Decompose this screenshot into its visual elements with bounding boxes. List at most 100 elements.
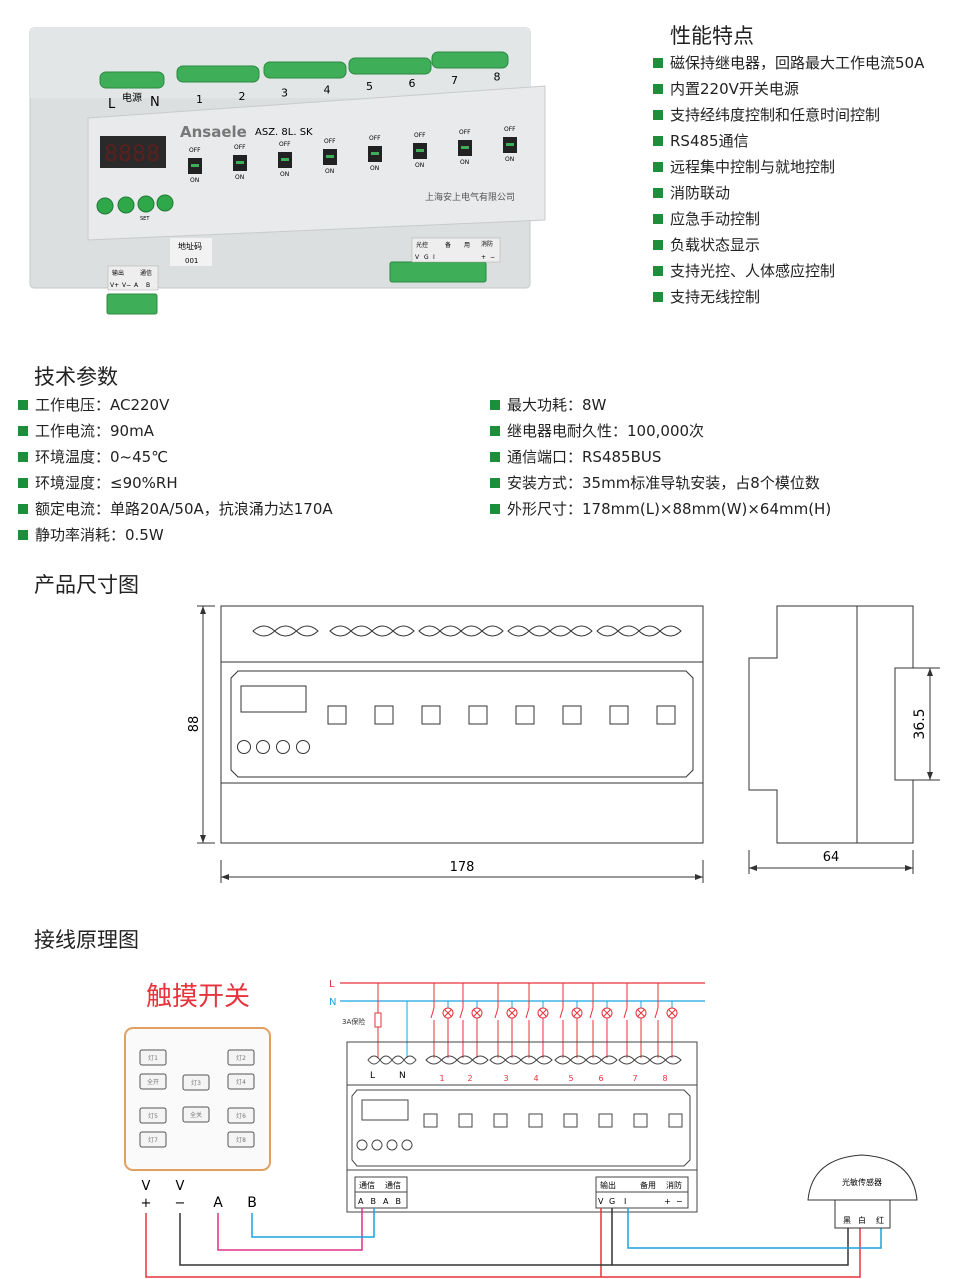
up-button[interactable] <box>96 197 114 215</box>
bullet-icon <box>490 504 500 514</box>
panel-plus-label: + <box>141 1196 152 1211</box>
on-label: ON <box>370 165 379 172</box>
list-item-text: 负载状态显示 <box>670 236 761 254</box>
on-label: ON <box>460 159 469 166</box>
list-item-text: 应急手动控制 <box>670 210 761 228</box>
product-channel-label: 3 <box>281 87 288 100</box>
off-label: OFF <box>414 132 426 139</box>
relay-switch <box>525 1007 530 1019</box>
wiring-terminal-block <box>489 1055 553 1065</box>
touch-key-label: 灯3 <box>191 1079 201 1087</box>
right-button[interactable] <box>117 196 135 214</box>
dim-height: 88 <box>187 716 202 733</box>
on-label: ON <box>505 156 514 163</box>
right-block-cell: I <box>433 254 435 261</box>
lamp-cross <box>473 1009 481 1017</box>
list-item: 外形尺寸：178mm(L)×88mm(W)×64mm(H) <box>490 496 831 522</box>
terminal-l-label: L <box>370 1071 375 1081</box>
comm-cell: A <box>383 1197 389 1206</box>
front-terminal-block <box>418 625 504 637</box>
bullet-icon <box>18 504 28 514</box>
comm-cell: A <box>358 1197 364 1206</box>
left-block-cell: A <box>134 282 139 289</box>
relay-switch <box>654 1007 659 1019</box>
right-block-cell: + <box>481 254 486 261</box>
bullet-icon <box>490 400 500 410</box>
set-button[interactable] <box>137 195 155 213</box>
comm-block <box>354 1176 408 1209</box>
lamp-icon <box>635 1007 647 1019</box>
right-block-cell: − <box>490 254 495 261</box>
bullet-icon <box>18 400 28 410</box>
relay-switch <box>559 1007 564 1019</box>
panel-v-plus-label: V <box>142 1179 151 1194</box>
list-item-text: 最大功耗：8W <box>507 396 607 414</box>
wiring-terminal-block <box>425 1055 489 1065</box>
list-item-text: 消防联动 <box>670 184 731 202</box>
wiring-channel-square <box>528 1113 543 1128</box>
touch-key-label: 灯7 <box>148 1136 158 1144</box>
io-cell: + <box>664 1197 671 1206</box>
product-channel-label: 4 <box>324 83 331 96</box>
list-item: 继电器电耐久性：100,000次 <box>490 418 831 444</box>
fuse <box>374 1012 382 1028</box>
list-item-text: 远程集中控制与就地控制 <box>670 158 836 176</box>
io-header-spare: 备用 <box>640 1180 656 1190</box>
left-block-cell: V− <box>122 282 131 289</box>
touch-key-label: 灯4 <box>236 1078 246 1086</box>
io-block <box>595 1176 689 1209</box>
right-block-cell: G <box>424 254 429 261</box>
list-item: 工作电流：90mA <box>18 418 333 444</box>
relay-switch <box>430 1007 435 1019</box>
lamp-cross <box>444 1009 452 1017</box>
bullet-icon <box>18 452 28 462</box>
comm-header: 通信 <box>359 1180 375 1190</box>
touch-key <box>182 1074 210 1091</box>
off-label: OFF <box>324 138 336 145</box>
list-item-text: 内置220V开关电源 <box>670 80 799 98</box>
wiring-channel-label: 6 <box>598 1074 603 1083</box>
io-cell: I <box>624 1197 626 1206</box>
touch-key <box>139 1073 167 1090</box>
side-view-outline <box>748 605 914 844</box>
comm-cell: B <box>396 1197 402 1206</box>
list-item-text: 支持光控、人体感应控制 <box>670 262 836 280</box>
right-block-h4: 消防 <box>481 240 493 248</box>
touch-key-label: 灯1 <box>148 1054 158 1062</box>
sensor-title: 光敏传感器 <box>842 1177 882 1187</box>
touch-key-label: 全关 <box>190 1111 202 1119</box>
list-item: 消防联动 <box>653 180 924 206</box>
wiring-title: 接线原理图 <box>34 928 139 952</box>
lamp-icon <box>571 1007 583 1019</box>
wiring-channel-square <box>633 1113 648 1128</box>
io-header-output: 输出 <box>600 1180 616 1190</box>
product-channel-label: 6 <box>409 77 416 90</box>
list-item-text: 通信端口：RS485BUS <box>507 448 662 466</box>
touch-key-label: 灯5 <box>148 1112 158 1120</box>
list-item: RS485通信 <box>653 128 924 154</box>
product-power-label: 电源 <box>122 91 142 104</box>
touch-key <box>182 1106 210 1123</box>
off-label: OFF <box>504 126 516 133</box>
io-header-fire: 消防 <box>666 1180 682 1190</box>
front-channel-square <box>515 705 535 725</box>
list-item: 静功率消耗：0.5W <box>18 522 333 548</box>
lamp-icon <box>601 1007 613 1019</box>
enter-button[interactable] <box>156 194 174 212</box>
product-channel-label: 5 <box>366 80 373 93</box>
relay-switch <box>459 1007 464 1019</box>
fuse-label: 3A保险 <box>342 1017 365 1026</box>
bullet-icon <box>490 426 500 436</box>
product-channel-label: 7 <box>451 74 458 87</box>
address-value: 001 <box>185 257 198 265</box>
left-block-cell: B <box>146 282 150 289</box>
wiring-channel-label: 3 <box>503 1074 508 1083</box>
list-item: 安装方式：35mm标准导轨安装，占8个模位数 <box>490 470 831 496</box>
wiring-channel-square <box>563 1113 578 1128</box>
list-item: 环境温度：0~45℃ <box>18 444 333 470</box>
lamp-cross <box>508 1009 516 1017</box>
wiring-channel-square <box>458 1113 473 1128</box>
